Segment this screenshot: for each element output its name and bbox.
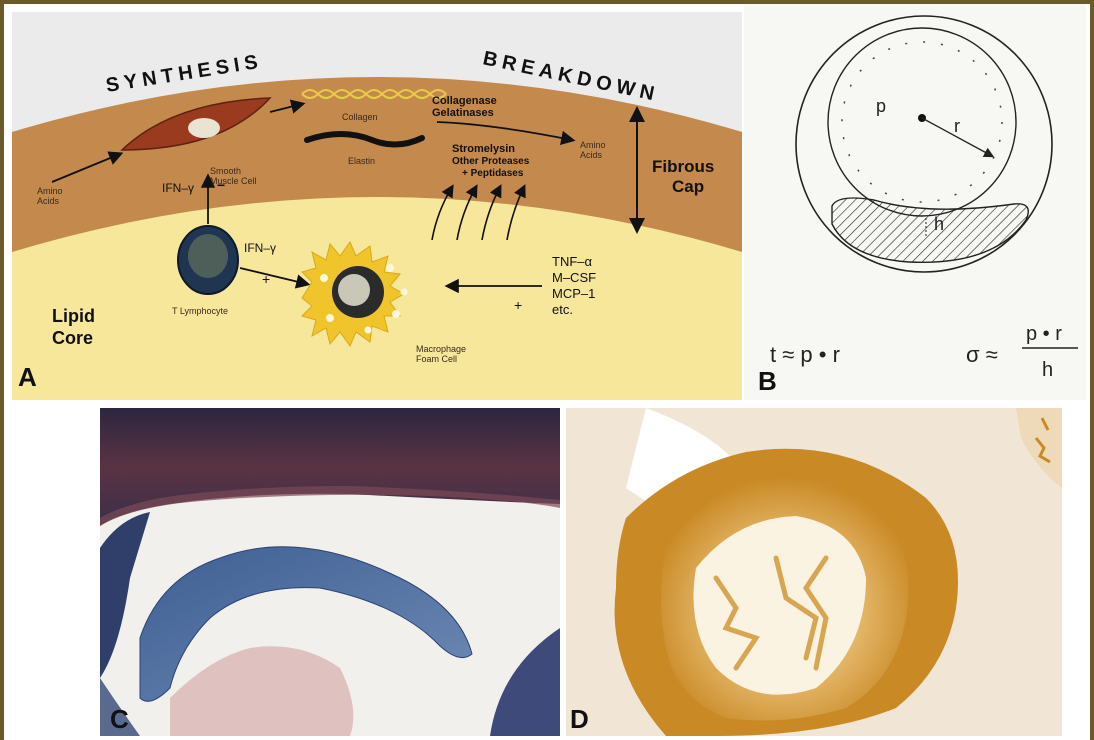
- wall-stress-diagram: p r h t ≈ p • r σ ≈ p • r h: [744, 4, 1086, 400]
- plus-sign-right: +: [514, 297, 522, 313]
- lipid-core-hatched: [832, 198, 1028, 262]
- ifn-gamma-right-label: IFN–γ: [244, 241, 276, 255]
- smc-label-1: Smooth: [210, 166, 241, 176]
- plaque-diagram: SYNTHESIS BREAKDOWN Smooth Muscle Cell A…: [12, 12, 742, 400]
- other-proteases-label: Other Proteases: [452, 156, 530, 167]
- cytokine-mcsf: M–CSF: [552, 270, 596, 285]
- panel-d-immunostain-histology: D: [566, 408, 1062, 736]
- peptidases-label: + Peptidases: [462, 168, 524, 179]
- ifn-gamma-up-label: IFN–γ: [162, 181, 194, 195]
- pressure-label: p: [876, 96, 886, 116]
- panel-d-letter: D: [570, 704, 589, 735]
- panel-c-letter: C: [110, 704, 129, 735]
- cytokine-mcp1: MCP–1: [552, 286, 595, 301]
- amino-acids-left-1: Amino: [37, 186, 63, 196]
- plus-sign-left: +: [262, 271, 270, 287]
- t-lymphocyte-label: T Lymphocyte: [172, 306, 228, 316]
- panel-a-plaque-schematic: SYNTHESIS BREAKDOWN Smooth Muscle Cell A…: [12, 12, 742, 400]
- stress-denominator: h: [1042, 359, 1053, 381]
- tension-formula: t ≈ p • r: [770, 342, 840, 367]
- stromelysin-label: Stromelysin: [452, 143, 515, 155]
- cytokine-tnf: TNF–α: [552, 254, 593, 269]
- cytokine-etc: etc.: [552, 302, 573, 317]
- elastin-label: Elastin: [348, 156, 375, 166]
- panel-b-laplace-diagram: p r h t ≈ p • r σ ≈ p • r h B: [744, 4, 1086, 400]
- fibrous-cap-label-2: Cap: [672, 177, 704, 196]
- panel-a-letter: A: [18, 362, 37, 393]
- t-lymphocyte-cell: [178, 226, 238, 294]
- macrophage-label-1: Macrophage: [416, 344, 466, 354]
- lipid-core-label-2: Core: [52, 328, 93, 348]
- panel-b-letter: B: [758, 366, 777, 397]
- gelatinases-label: Gelatinases: [432, 107, 494, 119]
- stress-numerator: p • r: [1026, 323, 1062, 345]
- collagenase-label: Collagenase: [432, 95, 497, 107]
- histology-d-image: [566, 408, 1062, 736]
- thickness-label: h: [934, 214, 944, 234]
- collagen-label: Collagen: [342, 112, 378, 122]
- fibrous-cap-label-1: Fibrous: [652, 157, 714, 176]
- amino-acids-right-2: Acids: [580, 150, 603, 160]
- histology-c-image: [100, 408, 560, 736]
- amino-acids-left-2: Acids: [37, 196, 60, 206]
- sigma-symbol: σ ≈: [966, 342, 998, 367]
- lipid-core-label-1: Lipid: [52, 306, 95, 326]
- macrophage-label-2: Foam Cell: [416, 354, 457, 364]
- minus-sign: −: [217, 177, 225, 193]
- radius-label: r: [954, 116, 960, 136]
- panel-c-trichrome-histology: C: [100, 408, 560, 736]
- amino-acids-right-1: Amino: [580, 140, 606, 150]
